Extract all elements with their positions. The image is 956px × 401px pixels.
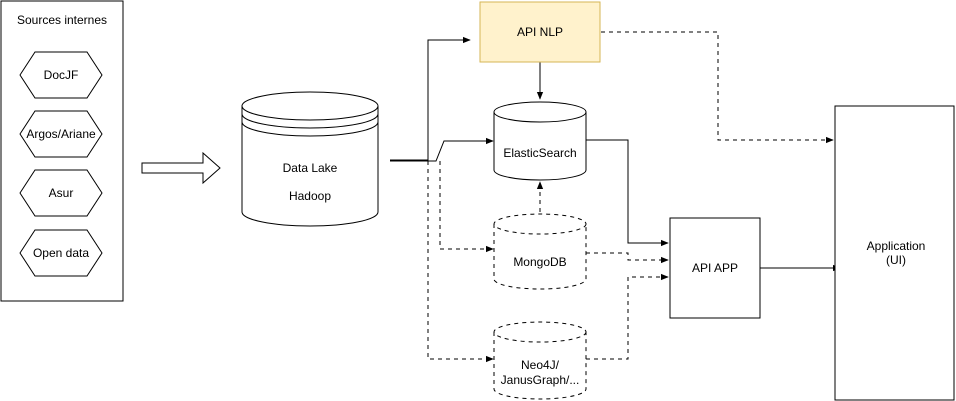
datalake-cylinder: Data Lake Hadoop: [241, 91, 379, 227]
source-asur: Asur: [19, 169, 103, 217]
api-nlp-box: API NLP: [479, 1, 601, 63]
svg-text:DocJF: DocJF: [44, 68, 79, 82]
application-ui-label: (UI): [886, 253, 906, 267]
elasticsearch-cylinder: ElasticSearch: [493, 101, 587, 181]
mongodb-label: MongoDB: [513, 255, 566, 269]
hadoop-label: Hadoop: [289, 189, 331, 203]
application-label: Application: [867, 239, 926, 253]
api-nlp-label: API NLP: [517, 25, 563, 39]
mongodb-cylinder: MongoDB: [493, 213, 587, 290]
source-argos-ariane: Argos/Ariane: [19, 110, 103, 158]
elasticsearch-label: ElasticSearch: [503, 146, 576, 160]
neo4j-label: Neo4J/: [521, 358, 560, 372]
api-app-box: API APP: [669, 217, 761, 319]
source-docjf: DocJF: [19, 51, 103, 99]
sources-panel: Sources internes DocJF Argos/Ariane Asur…: [0, 0, 124, 302]
api-app-label: API APP: [692, 261, 738, 275]
connectors: [390, 31, 841, 363]
application-box: Application (UI): [834, 105, 955, 401]
source-open-data: Open data: [19, 229, 103, 277]
svg-text:Open data: Open data: [33, 246, 89, 260]
ingest-arrow: [141, 151, 221, 185]
datalake-label: Data Lake: [283, 161, 338, 175]
sources-title: Sources internes: [17, 13, 107, 27]
svg-text:Asur: Asur: [49, 186, 74, 200]
svg-text:Argos/Ariane: Argos/Ariane: [26, 127, 96, 141]
neo4j-cylinder: Neo4J/ JanusGraph/...: [493, 321, 587, 400]
janusgraph-label: JanusGraph/...: [501, 373, 580, 387]
